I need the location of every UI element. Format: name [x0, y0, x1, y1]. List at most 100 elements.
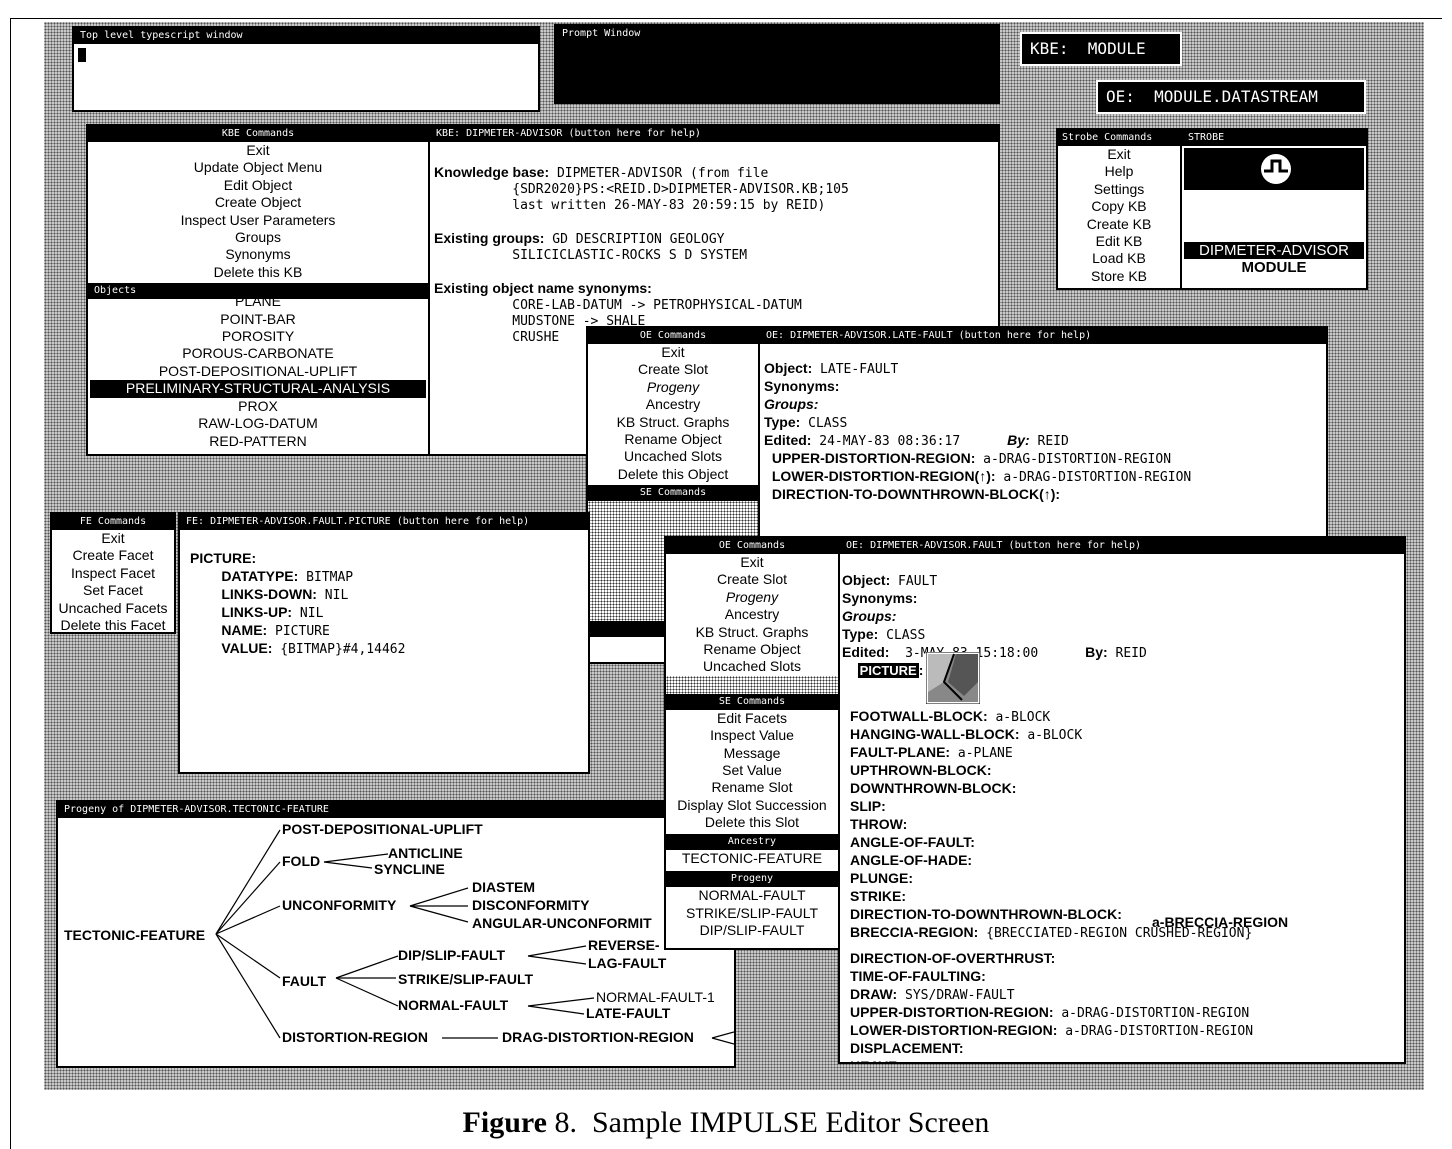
oe-late-command-1[interactable]: Create Slot [637, 361, 709, 378]
oe-late-command-2[interactable]: Progeny [646, 378, 700, 395]
node-dip-slip-fault[interactable]: DIP/SLIP-FAULT [398, 947, 506, 963]
fe-editor-window[interactable]: FE: DIPMETER-ADVISOR.FAULT.PICTURE (butt… [178, 512, 590, 774]
node-distortion-region[interactable]: DISTORTION-REGION [282, 1029, 428, 1045]
node-lag-fault[interactable]: LAG-FAULT [588, 955, 667, 971]
kbe-command-5[interactable]: Groups [235, 229, 281, 246]
node-post-depositional-uplift[interactable]: POST-DEPOSITIONAL-UPLIFT [282, 821, 483, 837]
node-late-fault[interactable]: LATE-FAULT [586, 1005, 671, 1021]
oe-fault-command-5[interactable]: Rename Object [703, 641, 801, 658]
fe-command-1[interactable]: Create Facet [72, 547, 154, 564]
oe-late-command-0[interactable]: Exit [661, 344, 685, 360]
object-item-1[interactable]: POINT-BAR [220, 310, 296, 327]
slot-label[interactable]: FAULT-PLANE: [850, 744, 951, 760]
oe-late-command-5[interactable]: Rename Object [624, 431, 722, 448]
se-command-6[interactable]: Delete this Slot [704, 814, 800, 831]
typescript-cursor[interactable] [78, 48, 86, 62]
kbe-command-6[interactable]: Synonyms [225, 246, 291, 263]
slot-label[interactable]: DOWNTHROWN-BLOCK: [850, 780, 1017, 796]
slot-label[interactable]: ANGLE-OF-HADE: [850, 852, 973, 868]
progeny-item-1[interactable]: STRIKE/SLIP-FAULT [686, 904, 818, 921]
oe-late-command-6[interactable]: Uncached Slots [623, 448, 723, 465]
slot-label[interactable]: SLIP: [850, 798, 886, 814]
node-diastem[interactable]: DIASTEM [472, 879, 535, 895]
oe-fault-command-0[interactable]: Exit [740, 554, 764, 570]
slot-label[interactable]: LOWER-DISTORTION-REGION: [850, 1022, 1058, 1038]
node-normal-fault-1[interactable]: NORMAL-FAULT-1 [596, 989, 715, 1005]
se-command-4[interactable]: Rename Slot [711, 779, 793, 796]
strobe-window[interactable]: STROBE DIPMETER-ADVISOR MODULE [1180, 128, 1368, 290]
kbe-dipmeter-window[interactable]: KBE: DIPMETER-ADVISOR (button here for h… [428, 124, 1000, 456]
fe-command-2[interactable]: Inspect Facet [70, 564, 156, 581]
object-item-0[interactable]: PLANE [235, 293, 281, 310]
slot-label[interactable]: UPTHROWN-BLOCK: [850, 762, 992, 778]
progeny-item-2[interactable]: DIP/SLIP-FAULT [699, 921, 805, 938]
strobe-command-2[interactable]: Settings [1093, 180, 1145, 197]
fe-command-4[interactable]: Uncached Facets [58, 599, 168, 616]
node-strike-slip-fault[interactable]: STRIKE/SLIP-FAULT [398, 971, 534, 987]
fe-command-3[interactable]: Set Facet [83, 582, 143, 599]
node-reverse-fault[interactable]: REVERSE- [588, 937, 660, 953]
node-drag-distortion-region[interactable]: DRAG-DISTORTION-REGION [502, 1029, 694, 1045]
late-slot-upper[interactable]: UPPER-DISTORTION-REGION: [771, 450, 976, 466]
se-command-5[interactable]: Display Slot Succession [677, 796, 827, 813]
object-item-5[interactable]: PRELIMINARY-STRUCTURAL-ANALYSIS [90, 380, 426, 398]
kbe-command-4[interactable]: Inspect User Parameters [180, 211, 336, 228]
oe-fault-command-1[interactable]: Create Slot [716, 571, 788, 588]
strobe-command-4[interactable]: Create KB [1086, 215, 1152, 232]
object-item-7[interactable]: RAW-LOG-DATUM [198, 415, 318, 432]
ancestry-item-0[interactable]: TECTONIC-FEATURE [681, 849, 823, 866]
kbe-command-3[interactable]: Create Object [214, 194, 302, 211]
node-disconformity[interactable]: DISCONFORMITY [472, 897, 590, 913]
prompt-window[interactable]: Prompt Window [554, 24, 1000, 104]
typescript-window[interactable]: Top level typescript window [72, 26, 540, 112]
slot-label[interactable]: BRECCIA-REGION: [850, 924, 979, 940]
kbe-command-7[interactable]: Delete this KB [213, 263, 303, 280]
slot-label[interactable]: FOOTWALL-BLOCK: [850, 708, 988, 724]
strobe-command-0[interactable]: Exit [1107, 146, 1131, 162]
slot-label[interactable]: HEAVE: [850, 1058, 902, 1062]
strobe-command-1[interactable]: Help [1104, 163, 1134, 180]
strobe-command-5[interactable]: Edit KB [1095, 233, 1143, 250]
oe-fault-command-2[interactable]: Progeny [725, 588, 779, 605]
se-command-3[interactable]: Set Value [722, 762, 782, 779]
strobe-command-3[interactable]: Copy KB [1091, 198, 1147, 215]
slot-label[interactable]: DIRECTION-OF-OVERTHRUST: [850, 950, 1056, 966]
slot-label[interactable]: UPPER-DISTORTION-REGION: [850, 1004, 1054, 1020]
oe-fault-command-3[interactable]: Ancestry [724, 606, 780, 623]
late-slot-direction[interactable]: DIRECTION-TO-DOWNTHROWN-BLOCK(↑): [771, 486, 1061, 502]
node-tectonic-feature[interactable]: TECTONIC-FEATURE [64, 927, 205, 943]
slot-label[interactable]: DRAW: [850, 986, 898, 1002]
oe-late-fault-window[interactable]: OE: DIPMETER-ADVISOR.LATE-FAULT (button … [758, 326, 1328, 538]
late-slot-lower[interactable]: LOWER-DISTORTION-REGION(↑): [771, 468, 996, 484]
node-angular-unconformity[interactable]: ANGULAR-UNCONFORMIT [472, 915, 652, 931]
oe-late-command-7[interactable]: Delete this Object [617, 465, 729, 482]
slot-label[interactable]: PLUNGE: [850, 870, 913, 886]
slot-label[interactable]: ANGLE-OF-FAULT: [850, 834, 975, 850]
object-item-3[interactable]: POROUS-CARBONATE [182, 345, 334, 362]
slot-label[interactable]: HANGING-WALL-BLOCK: [850, 726, 1020, 742]
oe-late-command-3[interactable]: Ancestry [645, 396, 701, 413]
fe-command-0[interactable]: Exit [101, 530, 125, 546]
slot-label[interactable]: STRIKE: [850, 888, 906, 904]
object-item-4[interactable]: POST-DEPOSITIONAL-UPLIFT [158, 362, 358, 379]
node-unconformity[interactable]: UNCONFORMITY [282, 897, 397, 913]
slot-label[interactable]: DIRECTION-TO-DOWNTHROWN-BLOCK: [850, 906, 1122, 922]
object-item-6[interactable]: PROX [238, 397, 278, 414]
node-fold[interactable]: FOLD [282, 853, 320, 869]
strobe-command-7[interactable]: Store KB [1090, 267, 1148, 284]
oe-fault-command-6[interactable]: Uncached Slots [702, 658, 802, 675]
oe-late-command-4[interactable]: KB Struct. Graphs [616, 413, 730, 430]
object-item-8[interactable]: RED-PATTERN [209, 432, 307, 449]
fault-picture-slot[interactable]: PICTURE [857, 663, 919, 678]
node-fault[interactable]: FAULT [282, 973, 327, 989]
se-command-2[interactable]: Message [723, 744, 781, 761]
node-syncline[interactable]: SYNCLINE [374, 861, 445, 877]
se-command-0[interactable]: Edit Facets [716, 709, 788, 726]
oe-fault-command-4[interactable]: KB Struct. Graphs [695, 623, 809, 640]
kbe-command-2[interactable]: Edit Object [223, 176, 293, 193]
oe-fault-window[interactable]: OE: DIPMETER-ADVISOR.FAULT (button here … [838, 536, 1406, 1064]
node-normal-fault[interactable]: NORMAL-FAULT [398, 997, 509, 1013]
kbe-command-0[interactable]: Exit [246, 142, 270, 158]
